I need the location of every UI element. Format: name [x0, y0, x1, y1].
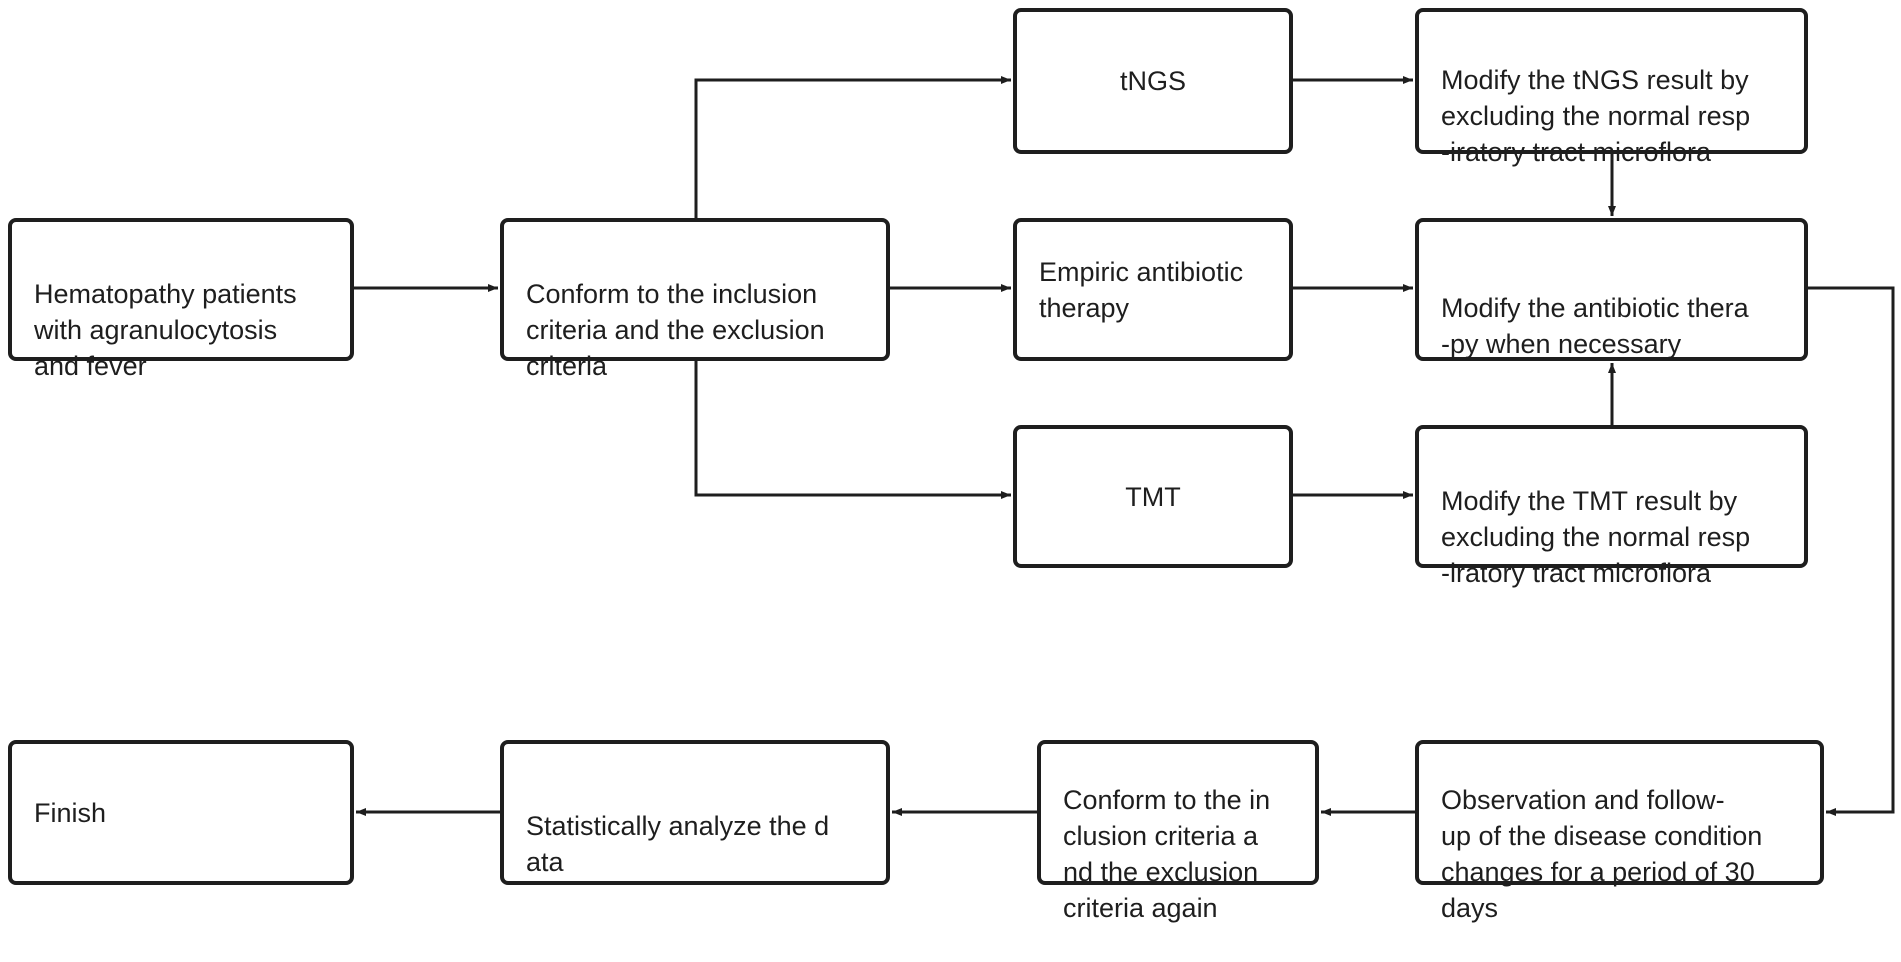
node-finish-label: Finish [34, 797, 107, 828]
arrow-conform-to-tmt [694, 361, 1011, 499]
node-modify-tmt-result: Modify the TMT result by excluding the n… [1415, 425, 1808, 588]
node-conform-criteria: Conform to the inclusion criteria and th… [500, 218, 890, 381]
connector-layer [354, 76, 1895, 816]
node-modify-antibiotic-therapy: Modify the antibiotic thera -py when nec… [1415, 218, 1808, 361]
node-patients: Hematopathy patients with agranulocytosi… [8, 218, 354, 381]
node-statistics-label: Statistically analyze the d ata [526, 811, 830, 877]
node-modify-tngs-result-label: Modify the tNGS result by excluding the … [1441, 65, 1751, 167]
node-empiric-therapy-label: Empiric antibiotic therapy [1039, 256, 1244, 323]
node-empiric-therapy: Empiric antibiotic therapy [1013, 218, 1293, 361]
node-tmt-label: TMT [1125, 481, 1181, 512]
flowchart: Hematopathy patients with agranulocytosi… [8, 8, 1895, 923]
node-tmt: TMT [1013, 425, 1293, 568]
node-observation-follow-up-label: Observation and follow- up of the diseas… [1441, 785, 1763, 923]
node-patients-label: Hematopathy patients with agranulocytosi… [34, 279, 297, 381]
node-tngs: tNGS [1013, 8, 1293, 154]
node-conform-criteria-label: Conform to the inclusion criteria and th… [526, 279, 825, 381]
node-modify-tngs-result: Modify the tNGS result by excluding the … [1415, 8, 1808, 167]
arrow-conform-to-tngs [694, 76, 1011, 218]
arrow-therapy-to-observation [1808, 286, 1895, 816]
node-statistics: Statistically analyze the d ata [500, 740, 890, 885]
node-finish: Finish [8, 740, 354, 885]
node-tngs-label: tNGS [1119, 66, 1186, 96]
node-conform-criteria-again-label: Conform to the in clusion criteria a nd … [1063, 785, 1271, 923]
node-conform-criteria-again: Conform to the in clusion criteria a nd … [1037, 740, 1319, 923]
node-modify-antibiotic-therapy-label: Modify the antibiotic thera -py when nec… [1441, 293, 1749, 359]
node-modify-tmt-result-label: Modify the TMT result by excluding the n… [1441, 486, 1751, 588]
node-observation-follow-up: Observation and follow- up of the diseas… [1415, 740, 1824, 923]
